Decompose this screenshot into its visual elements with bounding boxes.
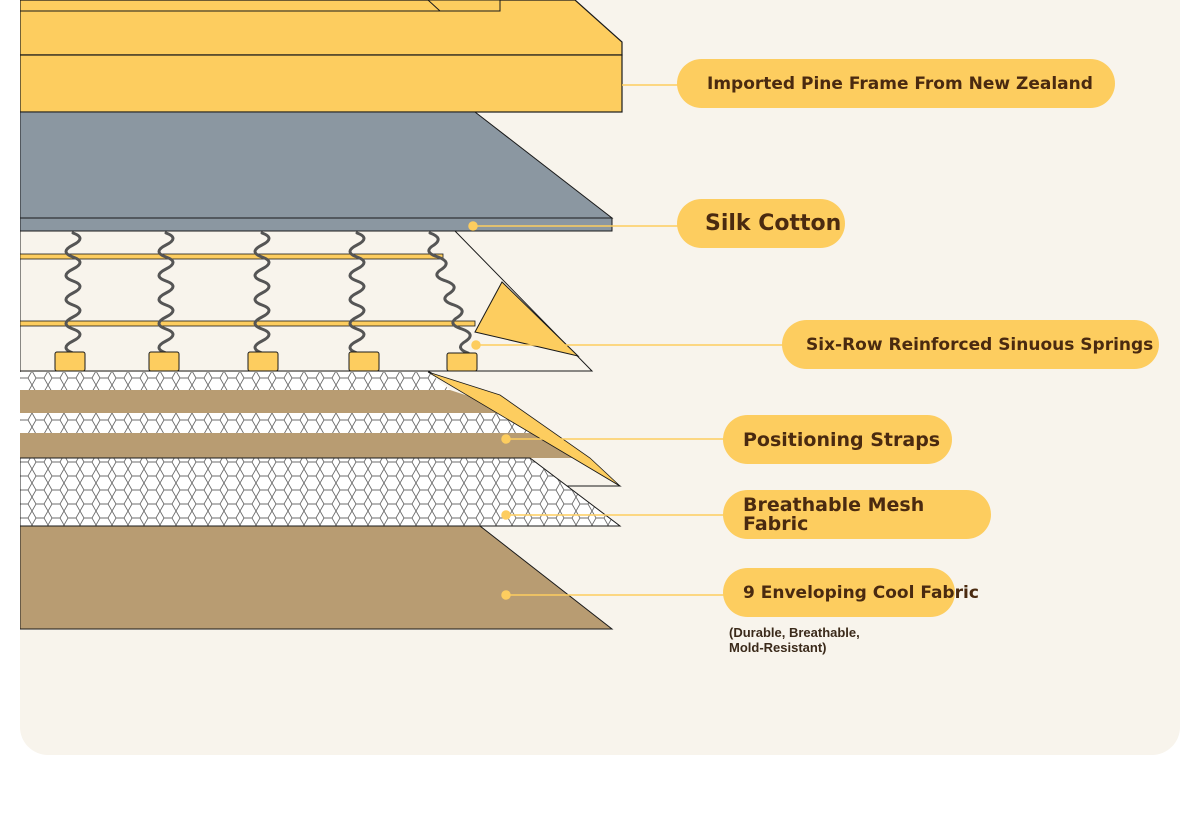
label-silk-cotton-text: Silk Cotton <box>705 211 842 236</box>
label-positioning-straps: Positioning Straps <box>723 415 952 464</box>
spring-clips <box>54 351 478 372</box>
cool-fabric-note: (Durable, Breathable, Mold-Resistant) <box>729 625 860 655</box>
label-cool-fabric: 9 Enveloping Cool Fabric <box>723 568 979 617</box>
breathable-mesh-layer <box>20 457 622 527</box>
label-springs: Six-Row Reinforced Sinuous Springs <box>782 320 1159 369</box>
label-cool-fabric-text: 9 Enveloping Cool Fabric <box>743 582 979 603</box>
pine-frame-layer <box>20 0 623 113</box>
label-pine-frame-text: Imported Pine Frame From New Zealand <box>707 73 1093 94</box>
label-breathable-mesh: Breathable Mesh Fabric <box>723 490 991 539</box>
label-silk-cotton: Silk Cotton <box>677 199 845 248</box>
springs-layer <box>20 230 594 372</box>
leader-lines <box>468 84 785 600</box>
positioning-straps-layer <box>20 370 622 487</box>
cool-fabric-layer <box>20 525 614 630</box>
label-pine-frame: Imported Pine Frame From New Zealand <box>677 59 1115 108</box>
label-springs-text: Six-Row Reinforced Sinuous Springs <box>806 334 1154 355</box>
label-positioning-straps-text: Positioning Straps <box>743 428 941 451</box>
sinuous-springs <box>64 231 472 361</box>
silk-cotton-layer <box>20 111 614 232</box>
label-breathable-mesh-text: Breathable Mesh Fabric <box>743 493 925 535</box>
